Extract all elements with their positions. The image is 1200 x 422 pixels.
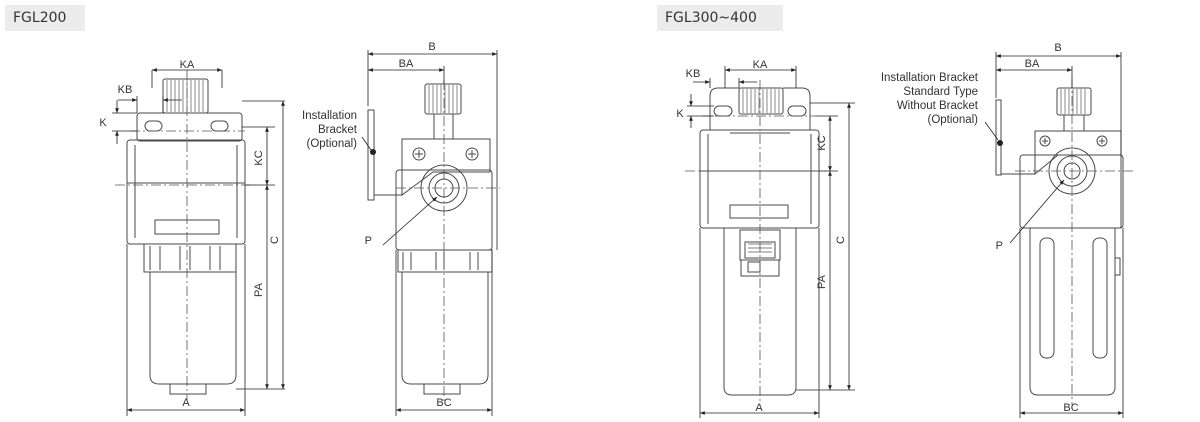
dim-label-pa: PA [816,274,828,289]
model-tag-fgl300-400: FGL300~400 [657,5,783,31]
dim-label-kb: KB [118,84,133,96]
dim-label-bc: BC [436,397,451,409]
note-line: Bracket [318,124,358,136]
dim-label-c: C [835,236,847,244]
dim-label-a: A [755,402,763,414]
fgl300-side-view [984,52,1135,418]
fgl300-front-view [685,66,855,418]
dim-label-k: K [99,117,107,129]
dim-label-bc: BC [1063,402,1078,414]
dim-label-ba: BA [1025,58,1040,70]
note-line: Installation [302,110,357,122]
model-tag-fgl200: FGL200 [5,5,85,31]
note-line: (Optional) [928,114,979,126]
dim-label-kc: KC [816,135,828,150]
dim-label-kc: KC [253,150,265,165]
model-name: FGL300~400 [665,10,757,26]
model-name: FGL200 [13,10,67,26]
note-line: Without Bracket [897,100,979,112]
note-line: (Optional) [307,138,358,150]
dim-label-kb: KB [686,68,701,80]
fgl200-side-view [361,50,500,416]
dim-label-c: C [269,236,281,244]
fgl200-front-view [112,68,285,416]
dim-label-p: P [365,235,372,247]
dim-label-b: B [428,41,435,53]
dim-label-a: A [182,397,190,409]
dim-label-p: P [996,240,1003,252]
dim-label-k: K [676,108,684,120]
dim-label-pa: PA [253,282,265,297]
note-line: Standard Type [903,86,978,98]
dim-label-ka: KA [753,59,768,71]
dim-label-ka: KA [180,59,195,71]
dim-label-b: B [1054,42,1061,54]
note-line: Installation Bracket [881,72,979,84]
dim-label-ba: BA [399,58,414,70]
